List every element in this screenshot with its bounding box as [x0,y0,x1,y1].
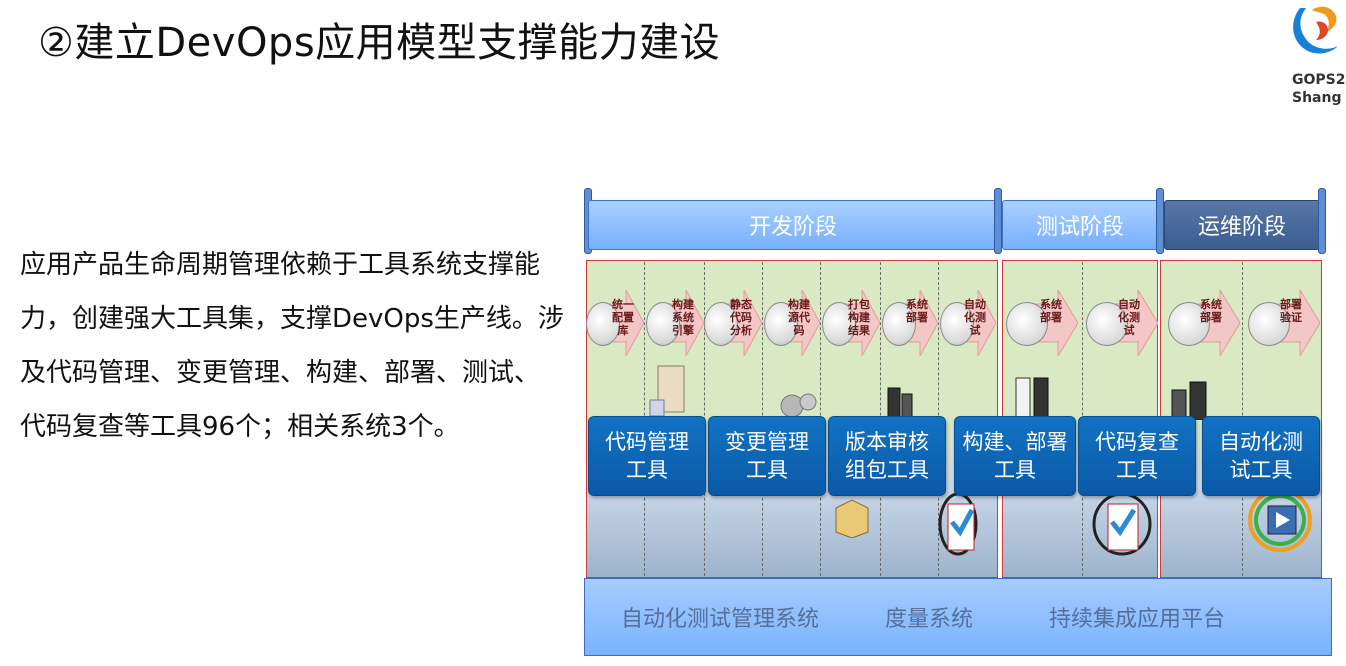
server-icon [649,365,685,417]
tool-box-automated-testing: 自动化测试工具 [1202,416,1320,496]
system-metrics: 度量系统 [885,607,974,632]
gops-logo-icon [1293,6,1338,54]
phase-banner-development: 开发阶段 [588,200,998,250]
step-label: 自动化测试 [1118,298,1140,337]
server-rack-icon [1171,381,1207,420]
step-disc [586,302,620,346]
step-disc [704,302,738,346]
step-label: 部署验证 [1280,298,1302,324]
phase-banner-testing: 测试阶段 [1002,200,1158,250]
step-disc [1086,302,1128,346]
step-label: 系统部署 [1040,298,1062,324]
step-disc [940,302,974,346]
system-automated-test-management: 自动化测试管理系统 [621,607,820,632]
logo-text-line2: Shang [1292,90,1342,106]
logo-text-line1: GOPS2 [1292,72,1346,88]
tool-box-version-audit-packaging: 版本审核组包工具 [828,416,946,496]
tool-box-code-review: 代码复查工具 [1078,416,1196,496]
tool-box-build-deploy: 构建、部署工具 [954,416,1076,496]
step-disc [1006,302,1048,346]
checklist-icon [1092,492,1152,556]
step-label: 系统部署 [1200,298,1222,324]
step-disc [822,302,856,346]
step-disc [1168,302,1210,346]
step-label: 打包构建结果 [848,298,870,337]
banner-scroll-edge [1318,188,1326,254]
server-rack-icon [887,387,913,419]
checklist-icon [938,492,978,556]
step-disc [764,302,798,346]
phase-banner-operations: 运维阶段 [1164,200,1320,250]
description-text: 应用产品生命周期管理依赖于工具系统支撑能力，创建强大工具集，支撑DevOps生产… [20,250,564,442]
step-label: 自动化测试 [964,298,986,337]
server-rack-icon [1015,377,1049,419]
systems-bar: 自动化测试管理系统 度量系统 持续集成应用平台 [584,578,1332,656]
step-label: 构建源代码 [788,298,810,337]
page-title: ②建立DevOps应用模型支撑能力建设 [38,20,721,66]
step-disc [882,302,916,346]
step-disc [646,302,680,346]
step-label: 构建系统引擎 [672,298,694,337]
devops-pipeline-diagram: 开发阶段 测试阶段 运维阶段 统一配置库 构建系统引擎 静态代码分析 构建源代码… [582,188,1342,660]
tool-box-code-management: 代码管理工具 [588,416,706,496]
step-label: 统一配置库 [612,298,634,337]
gears-icon [780,393,817,418]
step-label: 系统部署 [906,298,928,324]
banner-scroll-edge [994,188,1002,254]
step-disc [1248,302,1290,346]
step-label: 静态代码分析 [730,298,752,337]
tool-box-change-management: 变更管理工具 [708,416,826,496]
gops-logo: GOPS2 Shang [1286,0,1346,112]
system-ci-platform: 持续集成应用平台 [1049,607,1226,632]
banner-scroll-edge [1156,188,1164,254]
package-box-icon [835,499,869,538]
